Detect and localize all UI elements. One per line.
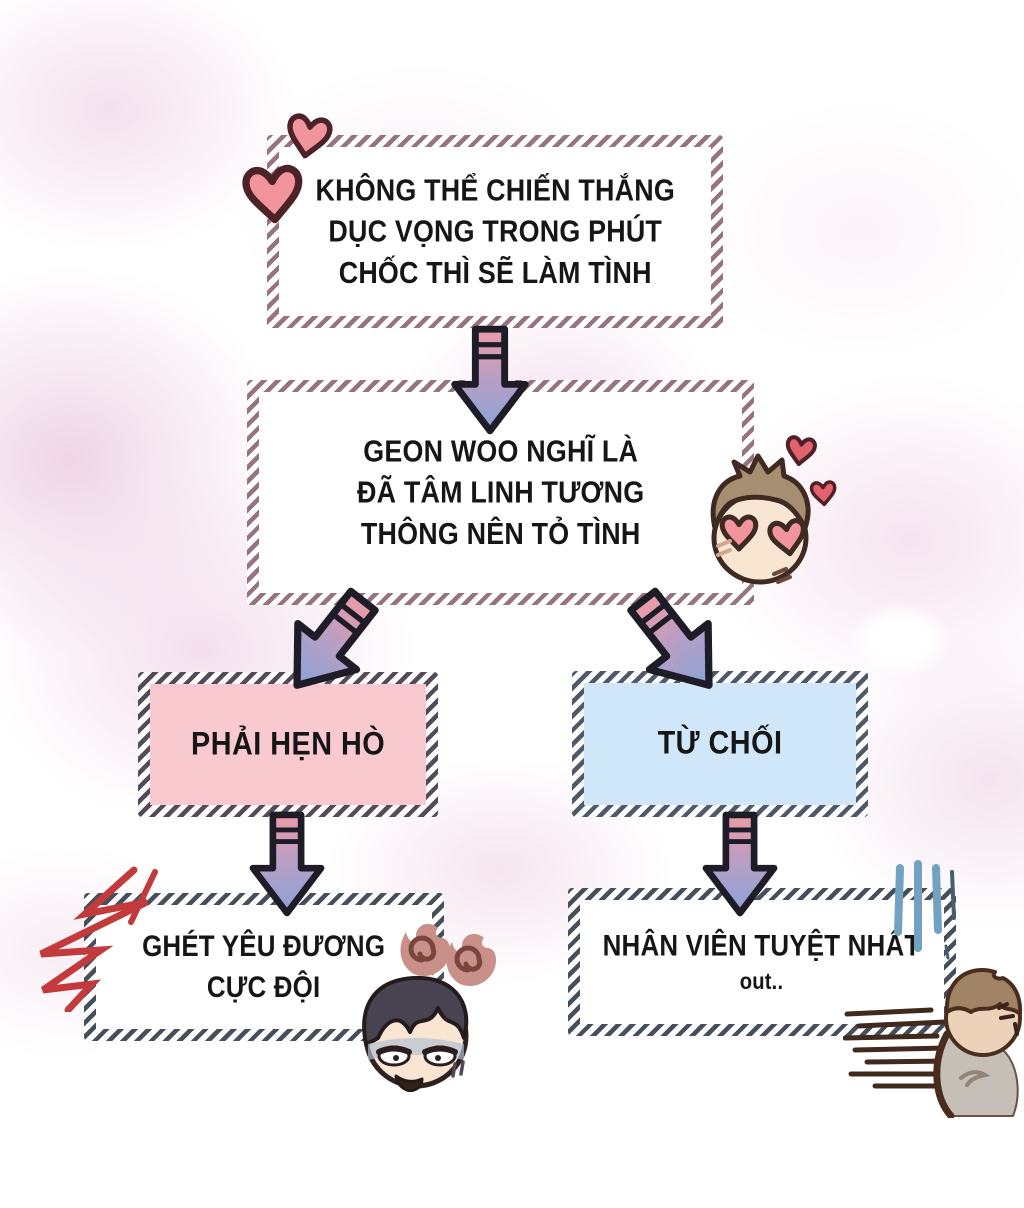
running-away-icon bbox=[843, 918, 1024, 1118]
anger-scribble-icon bbox=[30, 862, 165, 1012]
annoyed-face-icon bbox=[352, 912, 507, 1092]
node-confession-text: GEON WOO NGHĨ LÀ ĐÃ TÂM LINH TƯƠNG THÔNG… bbox=[357, 431, 644, 554]
text-line: DỤC VỌNG TRONG PHÚT bbox=[328, 214, 662, 248]
down-arrow-icon bbox=[239, 810, 335, 918]
down-left-arrow-icon bbox=[256, 567, 404, 719]
node-premise: KHÔNG THỂ CHIẾN THẮNG DỤC VỌNG TRONG PHÚ… bbox=[267, 135, 723, 328]
text-line: CHỐC THÌ SẼ LÀM TÌNH bbox=[338, 255, 652, 289]
text-line: GHÉT YÊU ĐƯƠNG bbox=[142, 930, 386, 963]
text-line: out.. bbox=[740, 969, 784, 994]
node-premise-text: KHÔNG THỂ CHIẾN THẮNG DỤC VỌNG TRONG PHÚ… bbox=[315, 170, 674, 293]
node-out: NHÂN VIÊN TUYỆT NHẤT out.. bbox=[568, 888, 956, 1036]
down-arrow-icon bbox=[442, 324, 538, 436]
hearts-icon bbox=[785, 435, 817, 467]
node-reject: TỪ CHỐI bbox=[572, 671, 868, 817]
down-arrow-icon bbox=[692, 810, 788, 918]
text-line: CỰC ĐỘI bbox=[207, 971, 321, 1004]
down-right-arrow-icon bbox=[602, 567, 750, 719]
node-date-label: PHẢI HẸN HÒ bbox=[190, 726, 386, 762]
text-line: KHÔNG THỂ CHIẾN THẮNG bbox=[315, 173, 675, 207]
text-line: GEON WOO NGHĨ LÀ bbox=[363, 434, 638, 468]
double-heart-icon bbox=[238, 106, 350, 244]
node-date: PHẢI HẸN HÒ bbox=[138, 672, 438, 817]
text-line: ĐÃ TÂM LINH TƯƠNG bbox=[356, 475, 645, 509]
gloom-lines-icon bbox=[888, 860, 963, 975]
lovestruck-face-icon bbox=[688, 428, 843, 598]
node-hate-text: GHÉT YÊU ĐƯƠNG CỰC ĐỘI bbox=[142, 926, 385, 1008]
text-line: THÔNG NÊN TỎ TÌNH bbox=[360, 516, 641, 550]
node-reject-label: TỪ CHỐI bbox=[657, 725, 783, 762]
text-line: NHÂN VIÊN TUYỆT NHẤT bbox=[603, 929, 921, 962]
anger-flames-icon bbox=[400, 923, 496, 987]
node-out-text: NHÂN VIÊN TUYỆT NHẤT out.. bbox=[603, 926, 921, 998]
